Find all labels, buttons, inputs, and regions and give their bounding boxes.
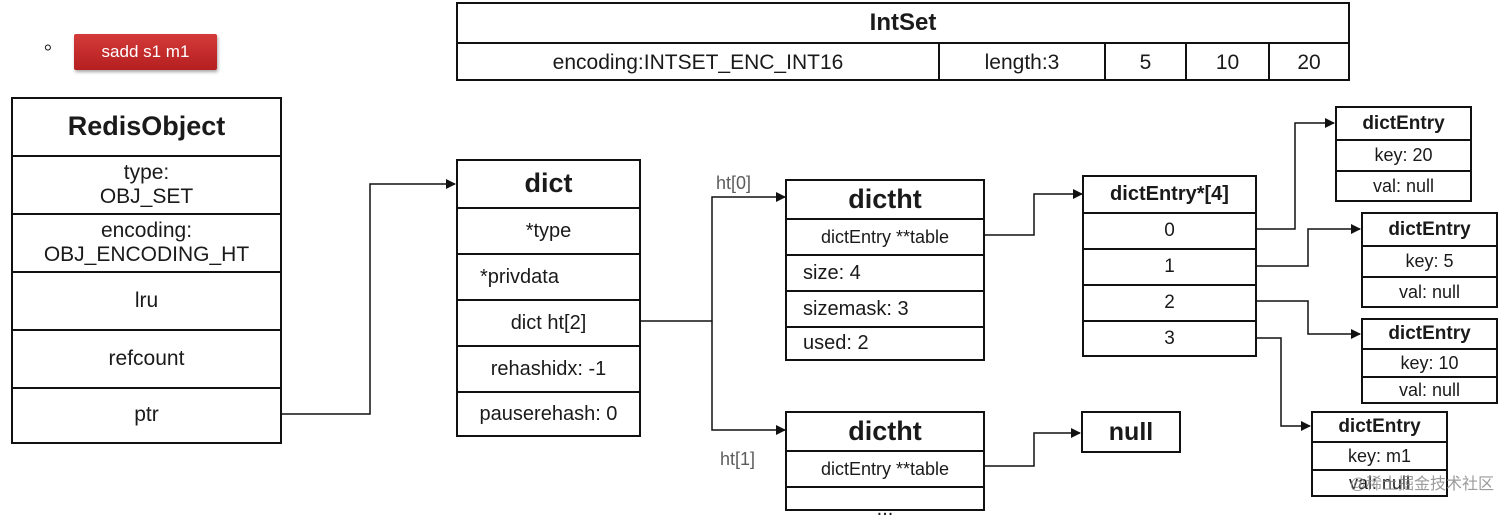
dictht-0-title: dictht — [848, 183, 922, 214]
dict-field-privdata: *privdata — [458, 253, 639, 299]
dictht-1-title: dictht — [848, 415, 922, 446]
redis-object-title: RedisObject — [67, 111, 226, 142]
arrow-slot0 — [1256, 118, 1335, 230]
dictht-1-more: ... — [787, 486, 983, 522]
null-box: null — [1081, 411, 1181, 453]
intset-value: 10 — [1185, 44, 1268, 81]
dict-entry-title: dictEntry — [1362, 112, 1445, 134]
entry-array-slot: 0 — [1084, 212, 1255, 248]
arrow-ht1 — [711, 321, 786, 435]
dict-entry-val: val: null — [1337, 170, 1470, 200]
arrow-slot1 — [1256, 224, 1361, 267]
dict-entry-key: key: 5 — [1363, 245, 1496, 276]
redis-object: RedisObject type: OBJ_SET encoding: OBJ_… — [11, 97, 282, 444]
connector-lines — [282, 118, 1361, 467]
dict-field-pauserehash: pauserehash: 0 — [458, 391, 639, 435]
dictht-0-sizemask: sizemask: 3 — [787, 290, 983, 326]
null-label: null — [1108, 417, 1154, 446]
dictht-0: dictht dictEntry **table size: 4 sizemas… — [785, 179, 985, 361]
intset-table: IntSet encoding:INTSET_ENC_INT16 length:… — [456, 2, 1350, 81]
arrow-table-to-array — [984, 189, 1083, 236]
dict-field-type: *type — [458, 207, 639, 253]
dict-entry-key: key: 10 — [1363, 348, 1496, 376]
entry-array-title: dictEntry*[4] — [1110, 183, 1229, 205]
intset-length: length:3 — [938, 44, 1104, 81]
dict-field-rehashidx: rehashidx: -1 — [458, 345, 639, 391]
dict-entry-val: val: null — [1363, 376, 1496, 402]
dict-entry-title: dictEntry — [1388, 323, 1471, 345]
dict-entry-key: key: 20 — [1337, 139, 1470, 170]
label-ht1: ht[1] — [720, 449, 756, 469]
arrow-table1-to-null — [984, 428, 1081, 467]
dict-struct: dict *type *privdata dict ht[2] rehashid… — [456, 159, 641, 437]
label-ht0: ht[0] — [716, 173, 752, 193]
dict-entry-val: val: null — [1363, 276, 1496, 306]
dict-entry-val: val: null — [1313, 469, 1446, 495]
redis-object-encoding: encoding: OBJ_ENCODING_HT — [13, 213, 280, 271]
dictht-1: dictht dictEntry **table ... — [785, 411, 985, 520]
dictht-0-table: dictEntry **table — [787, 218, 983, 254]
dict-entry-title: dictEntry — [1338, 416, 1421, 438]
intset-encoding: encoding:INTSET_ENC_INT16 — [552, 50, 844, 74]
dictht-1-table: dictEntry **table — [787, 450, 983, 486]
dictht-0-used: used: 2 — [787, 326, 983, 359]
redis-object-ptr: ptr — [13, 387, 280, 442]
redis-object-lru: lru — [13, 271, 280, 329]
entry-array-slot: 3 — [1084, 320, 1255, 355]
intset-value: 5 — [1104, 44, 1185, 81]
arrow-slot2 — [1256, 300, 1361, 339]
entry-array: dictEntry*[4] 0 1 2 3 — [1082, 175, 1257, 357]
intset-value: 20 — [1268, 44, 1348, 81]
arrow-slot3 — [1256, 337, 1311, 431]
arrow-ht0 — [640, 192, 786, 322]
dict-entry-title: dictEntry — [1388, 218, 1471, 240]
intset-title: IntSet — [869, 9, 937, 36]
redis-object-refcount: refcount — [13, 329, 280, 387]
dict-title: dict — [524, 168, 573, 199]
entry-array-slot: 2 — [1084, 284, 1255, 320]
dict-entry: dictEntry key: m1 val: null — [1311, 411, 1448, 497]
bullet-mark: 。 — [44, 32, 64, 54]
watermark: @稀土掘金技术社区 — [1349, 476, 1494, 493]
dictht-0-size: size: 4 — [787, 254, 983, 290]
dict-entry: dictEntry key: 10 val: null — [1361, 318, 1498, 404]
redis-object-type: type: OBJ_SET — [13, 155, 280, 213]
dict-entry: dictEntry key: 5 val: null — [1361, 212, 1498, 308]
dict-entry: dictEntry key: 20 val: null — [1335, 106, 1472, 202]
arrow-ptr-to-dict — [282, 179, 456, 415]
entry-array-slot: 1 — [1084, 248, 1255, 284]
dict-field-ht: dict ht[2] — [458, 299, 639, 345]
command-button[interactable]: sadd s1 m1 — [74, 34, 217, 70]
dict-entry-key: key: m1 — [1313, 441, 1446, 469]
